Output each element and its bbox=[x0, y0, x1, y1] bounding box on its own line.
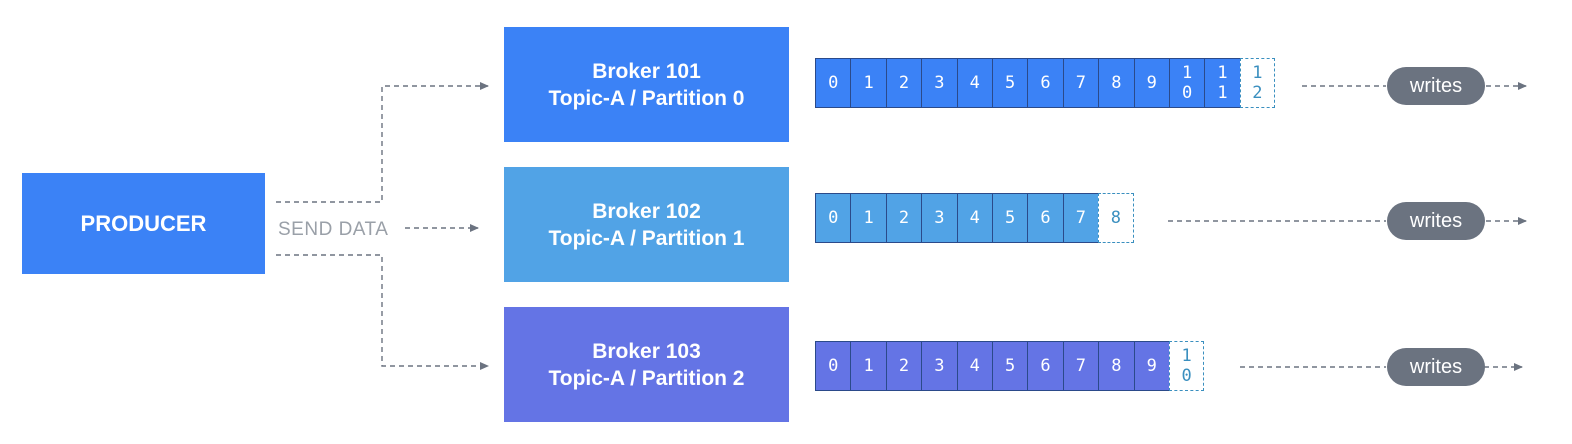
offset-digit: 5 bbox=[1005, 73, 1016, 93]
offset-digit: 0 bbox=[1181, 366, 1192, 386]
offset-digit: 1 bbox=[1217, 83, 1228, 103]
offset-cell: 6 bbox=[1027, 193, 1063, 243]
offset-digit: 2 bbox=[898, 208, 910, 228]
offset-cell: 7 bbox=[1062, 193, 1099, 243]
offset-cell: 1 bbox=[850, 193, 886, 243]
offset-digit: 3 bbox=[934, 356, 945, 376]
offset-digit: 6 bbox=[1040, 73, 1051, 93]
broker-topic: Topic-A / Partition 1 bbox=[548, 226, 745, 250]
offset-digit: 1 bbox=[1217, 63, 1228, 83]
broker-topic: Topic-A / Partition 2 bbox=[548, 366, 745, 390]
send-data-label: SEND DATA bbox=[278, 219, 389, 240]
offset-cell: 5 bbox=[991, 193, 1028, 243]
producer-label: PRODUCER bbox=[80, 210, 207, 236]
offset-cell: 7 bbox=[1062, 341, 1099, 391]
offset-digit: 5 bbox=[1005, 356, 1016, 376]
offset-cell: 7 bbox=[1062, 58, 1099, 108]
broker-box-101: Broker 101 Topic-A / Partition 0 bbox=[504, 27, 789, 142]
offset-digit: 7 bbox=[1075, 73, 1087, 93]
offset-digit: 4 bbox=[969, 73, 980, 93]
offset-digit: 6 bbox=[1040, 356, 1051, 376]
offset-digit: 2 bbox=[898, 73, 910, 93]
offset-digit: 9 bbox=[1146, 356, 1157, 376]
offset-cell: 1 bbox=[850, 341, 886, 391]
offset-digit: 0 bbox=[828, 208, 839, 228]
broker-name: Broker 101 bbox=[592, 59, 701, 83]
broker-box-102: Broker 102 Topic-A / Partition 1 bbox=[504, 167, 789, 282]
offset-digit: 4 bbox=[969, 356, 980, 376]
partition-log-1: 0 1 2 3 4 5 6 7 8 bbox=[815, 193, 1134, 243]
offset-digit: 1 bbox=[1181, 346, 1192, 366]
next-offset-cell: 8 bbox=[1098, 193, 1134, 243]
offset-digit: 3 bbox=[934, 208, 945, 228]
offset-cell: 3 bbox=[921, 58, 957, 108]
offset-cell: 0 bbox=[815, 58, 851, 108]
offset-cell: 4 bbox=[956, 193, 992, 243]
arrow-to-broker-103 bbox=[276, 254, 489, 370]
offset-digit: 0 bbox=[1181, 83, 1193, 103]
offset-digit: 2 bbox=[1252, 83, 1263, 103]
offset-cell: 6 bbox=[1027, 341, 1063, 391]
broker-topic: Topic-A / Partition 0 bbox=[548, 86, 745, 110]
offset-digit: 1 bbox=[863, 73, 874, 93]
offset-digit: 7 bbox=[1075, 356, 1087, 376]
offset-cell: 4 bbox=[956, 341, 992, 391]
offset-cell: 2 bbox=[885, 58, 922, 108]
broker-box-103: Broker 103 Topic-A / Partition 2 bbox=[504, 307, 789, 422]
offset-digit: 1 bbox=[1252, 63, 1263, 83]
broker-name: Broker 103 bbox=[592, 339, 701, 363]
offset-cell: 8 bbox=[1098, 341, 1134, 391]
offset-cell: 5 bbox=[991, 341, 1028, 391]
offset-digit: 4 bbox=[969, 208, 980, 228]
offset-cell: 4 bbox=[956, 58, 992, 108]
offset-cell: 0 bbox=[815, 341, 851, 391]
offset-digit: 8 bbox=[1110, 208, 1121, 228]
offset-digit: 8 bbox=[1111, 356, 1122, 376]
offset-digit: 1 bbox=[863, 208, 874, 228]
offset-digit: 8 bbox=[1111, 73, 1122, 93]
writes-pill-0: writes bbox=[1387, 67, 1485, 105]
offset-digit: 2 bbox=[898, 356, 910, 376]
offset-digit: 0 bbox=[828, 356, 839, 376]
offset-digit: 7 bbox=[1075, 208, 1087, 228]
offset-cell: 3 bbox=[921, 193, 957, 243]
offset-digit: 0 bbox=[828, 73, 839, 93]
offset-cell: 6 bbox=[1027, 58, 1063, 108]
offset-cell: 2 bbox=[885, 341, 922, 391]
offset-digit: 6 bbox=[1040, 208, 1051, 228]
offset-cell: 5 bbox=[991, 58, 1028, 108]
offset-cell: 0 bbox=[815, 193, 851, 243]
offset-cell: 1 bbox=[850, 58, 886, 108]
offset-digit: 1 bbox=[1181, 63, 1193, 83]
offset-cell: 3 bbox=[921, 341, 957, 391]
writes-pill-1: writes bbox=[1387, 202, 1485, 240]
producer-box: PRODUCER bbox=[22, 173, 265, 274]
offset-cell: 9 bbox=[1133, 58, 1169, 108]
arrow-to-broker-101 bbox=[276, 82, 489, 203]
offset-cell: 9 bbox=[1133, 341, 1169, 391]
offset-digit: 3 bbox=[934, 73, 945, 93]
broker-name: Broker 102 bbox=[592, 199, 701, 223]
writes-pill-2: writes bbox=[1387, 348, 1485, 386]
offset-digit: 1 bbox=[863, 356, 874, 376]
offset-digit: 5 bbox=[1005, 208, 1016, 228]
offset-digit: 9 bbox=[1146, 73, 1157, 93]
offset-cell: 2 bbox=[885, 193, 922, 243]
offset-cell: 8 bbox=[1098, 58, 1134, 108]
